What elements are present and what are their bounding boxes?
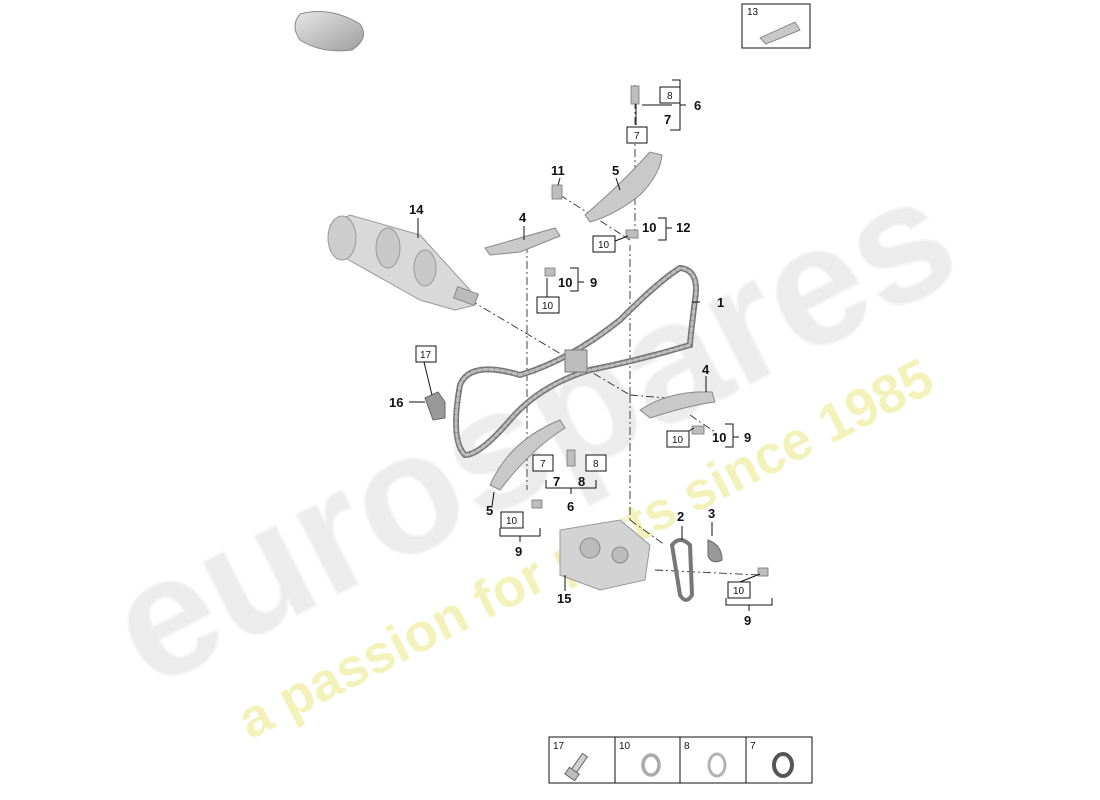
callout-9-bottom: 9 bbox=[744, 613, 751, 628]
tensioner-rail-right bbox=[639, 391, 716, 419]
seal-ring-icon bbox=[641, 753, 661, 777]
callout-12: 12 bbox=[676, 220, 690, 235]
boxed-references: 13 8 7 10 10 17 10 7 bbox=[415, 3, 811, 599]
boxed-ref-8-top-label: 8 bbox=[667, 91, 673, 102]
bolts bbox=[531, 85, 769, 577]
boxed-ref-10-right[interactable]: 10 bbox=[666, 430, 690, 448]
boxed-ref-10-upper-label: 10 bbox=[598, 240, 610, 251]
boxed-ref-7-mid[interactable]: 7 bbox=[532, 454, 554, 472]
pump-sprocket-part bbox=[707, 539, 723, 563]
callout-9-right: 9 bbox=[744, 430, 751, 445]
tensioner-rail-upper bbox=[484, 227, 561, 256]
boxed-ref-8-mid-label: 8 bbox=[593, 459, 599, 470]
oil-pump-part bbox=[559, 519, 651, 591]
legend-cell-7-num: 7 bbox=[750, 741, 756, 752]
boxed-ref-8-mid[interactable]: 8 bbox=[585, 454, 607, 472]
boxed-ref-10-left[interactable]: 10 bbox=[536, 296, 560, 314]
callout-10-top: 10 bbox=[642, 220, 656, 235]
callout-brackets bbox=[499, 79, 773, 611]
callout-16: 16 bbox=[389, 395, 403, 410]
boxed-ref-17[interactable]: 17 bbox=[415, 345, 437, 363]
callout-10-upper: 10 bbox=[558, 275, 572, 290]
chain-sprocket bbox=[564, 349, 588, 373]
boxed-ref-7-mid-label: 7 bbox=[540, 459, 546, 470]
boxed-ref-10-lower-label: 10 bbox=[506, 516, 518, 527]
pump-chain-part bbox=[669, 538, 695, 602]
boxed-ref-10-right-label: 10 bbox=[672, 435, 684, 446]
legend-cell-8-num: 8 bbox=[684, 741, 690, 752]
bolt-icon bbox=[564, 752, 589, 782]
legend-cell-17-num: 17 bbox=[553, 741, 565, 752]
callout-4-right: 4 bbox=[702, 362, 710, 377]
fastener-legend-table: 17 10 8 7 bbox=[548, 736, 813, 784]
sealant-blob bbox=[294, 11, 365, 52]
boxed-ref-17-label: 17 bbox=[420, 350, 432, 361]
callout-1: 1 bbox=[717, 295, 724, 310]
boxed-ref-10-lower[interactable]: 10 bbox=[500, 511, 524, 529]
boxed-ref-7-top[interactable]: 7 bbox=[626, 126, 648, 144]
guide-rail-upper bbox=[584, 151, 663, 223]
callout-14: 14 bbox=[409, 202, 424, 217]
callout-9-upper: 9 bbox=[590, 275, 597, 290]
legend-cell-10[interactable]: 10 bbox=[619, 741, 661, 777]
callout-7-top: 7 bbox=[664, 112, 671, 127]
callout-6-top: 6 bbox=[694, 98, 701, 113]
callout-3: 3 bbox=[708, 506, 715, 521]
boxed-ref-13[interactable]: 13 bbox=[741, 3, 811, 49]
callout-2: 2 bbox=[677, 509, 684, 524]
bracket-part bbox=[424, 391, 446, 421]
legend-cell-10-num: 10 bbox=[619, 741, 631, 752]
legend-cell-7[interactable]: 7 bbox=[750, 741, 794, 778]
boxed-ref-10-left-label: 10 bbox=[542, 301, 554, 312]
boxed-ref-10-bottom-label: 10 bbox=[733, 586, 745, 597]
callout-10-right: 10 bbox=[712, 430, 726, 445]
crankshaft-part bbox=[327, 214, 480, 311]
callout-9-lower: 9 bbox=[515, 544, 522, 559]
sealant-tube-icon bbox=[759, 21, 801, 45]
callout-8-mid: 8 bbox=[578, 474, 585, 489]
seal-ring-icon bbox=[707, 752, 727, 778]
callout-4-top: 4 bbox=[519, 210, 527, 225]
callout-11: 11 bbox=[551, 163, 565, 178]
callout-7-mid: 7 bbox=[553, 474, 560, 489]
timing-chain-part bbox=[453, 264, 699, 459]
legend-cell-17[interactable]: 17 bbox=[553, 741, 589, 782]
callout-5-top: 5 bbox=[612, 163, 619, 178]
callout-15: 15 bbox=[557, 591, 571, 606]
callout-6-mid: 6 bbox=[567, 499, 574, 514]
dark-seal-ring-icon bbox=[772, 752, 794, 778]
boxed-ref-8-top[interactable]: 8 bbox=[659, 86, 681, 104]
callout-numbers: 1 2 3 4 4 5 5 6 6 7 7 8 9 9 9 9 10 10 10… bbox=[389, 98, 751, 628]
boxed-ref-7-top-label: 7 bbox=[634, 131, 640, 142]
callout-5-lower: 5 bbox=[486, 503, 493, 518]
legend-cell-8[interactable]: 8 bbox=[684, 741, 727, 778]
guide-rail-lower bbox=[489, 419, 566, 491]
boxed-ref-13-label: 13 bbox=[747, 7, 759, 18]
boxed-ref-10-upper[interactable]: 10 bbox=[592, 235, 616, 253]
boxed-ref-10-bottom[interactable]: 10 bbox=[727, 581, 751, 599]
